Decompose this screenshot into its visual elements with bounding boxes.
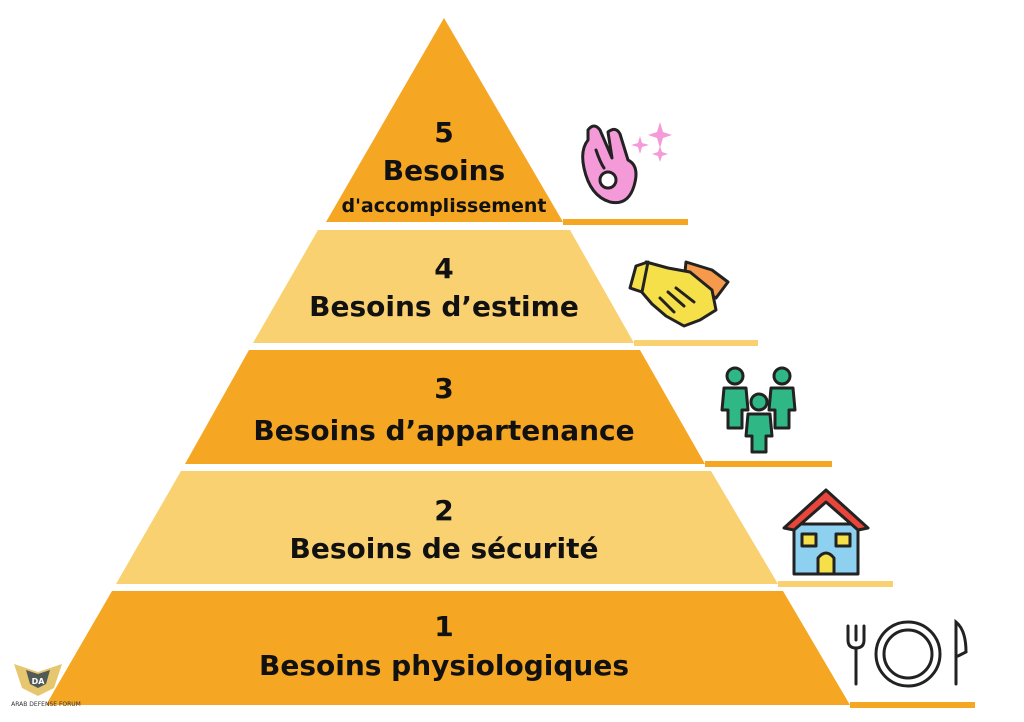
tier-5-subtitle: d'accomplissement (341, 195, 546, 217)
tier-4-shape (253, 230, 634, 343)
tier-4-title: Besoins d’estime (309, 290, 579, 323)
pyramid-tier-2: 2 Besoins de sécurité (116, 471, 893, 587)
watermark-logo-text: DA (32, 677, 46, 686)
tier-3-shape (185, 350, 705, 464)
people-group-icon (720, 366, 797, 454)
pyramid-tier-4: 4 Besoins d’estime (253, 230, 758, 346)
house-icon (782, 488, 870, 576)
tier-1-number: 1 (434, 610, 453, 643)
fork-plate-knife-icon (846, 618, 968, 688)
tier-1-title: Besoins physiologiques (259, 649, 629, 682)
tier-5-number: 5 (434, 116, 453, 149)
tier-2-title: Besoins de sécurité (290, 532, 599, 565)
tier-5-shape (326, 18, 563, 222)
watermark-logo: DA ARAB DEFENSE FORUM (11, 664, 81, 708)
pyramid-tier-1: 1 Besoins physiologiques (46, 591, 975, 708)
tier-5-title: Besoins (383, 154, 505, 187)
pyramid-tier-5: 5 Besoins d'accomplissement (326, 18, 688, 225)
tier-2-number: 2 (434, 494, 453, 527)
tier-3-number: 3 (434, 372, 453, 405)
pyramid-tier-3: 3 Besoins d’appartenance (185, 350, 832, 467)
tier-3-title: Besoins d’appartenance (253, 414, 634, 447)
watermark-text: ARAB DEFENSE FORUM (11, 701, 81, 708)
tier-4-number: 4 (434, 252, 453, 285)
ok-hand-sparkles-icon (581, 122, 672, 205)
tier-1-shape (46, 591, 850, 705)
tier-2-shape (116, 471, 778, 584)
handshake-icon (628, 260, 730, 328)
